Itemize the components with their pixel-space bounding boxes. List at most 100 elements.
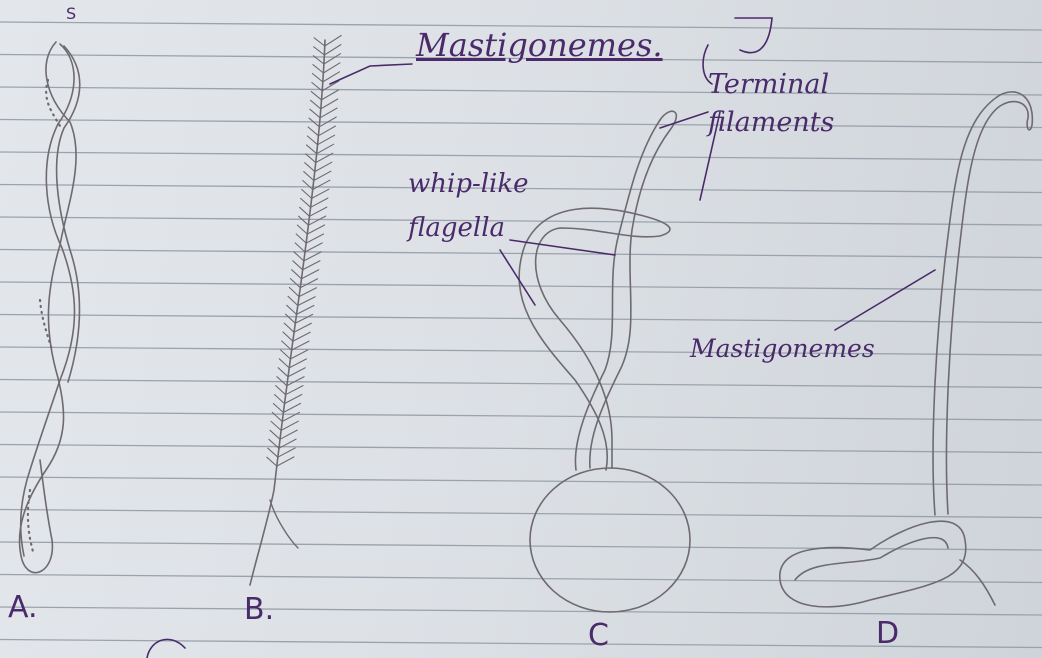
mastigoneme-hair xyxy=(323,63,340,73)
ruled-line xyxy=(0,380,1042,388)
mastigoneme-hair xyxy=(289,359,306,368)
mastigoneme-hair xyxy=(310,207,327,216)
mastigoneme-hair xyxy=(300,279,317,288)
mastigoneme-hair xyxy=(285,395,302,404)
ruled-line xyxy=(0,152,1042,160)
mastigoneme-hair xyxy=(322,90,339,100)
mastigoneme-hair xyxy=(310,109,320,118)
mastigoneme-hair xyxy=(313,180,330,189)
mastigoneme-hair xyxy=(298,297,315,306)
mastigoneme-hair xyxy=(280,430,297,439)
mastigoneme-hair xyxy=(293,332,310,341)
mastigoneme-hair xyxy=(287,305,297,314)
mastigoneme-hair xyxy=(288,296,298,305)
ribbon-a-strand-2 xyxy=(21,44,75,556)
mastigoneme-hair xyxy=(314,38,325,46)
axis-b-tip-left xyxy=(270,500,298,548)
mastigoneme-hair xyxy=(306,154,316,163)
mastigoneme-hair xyxy=(318,126,335,136)
mastigoneme-hair xyxy=(314,171,331,180)
mastigoneme-hair xyxy=(293,261,303,270)
mastigoneme-hair xyxy=(294,323,311,332)
mastigoneme-hair xyxy=(308,127,318,136)
mastigoneme-hair xyxy=(286,386,303,395)
mastigoneme-hair xyxy=(292,270,302,279)
figure-letter-c: C xyxy=(588,618,609,653)
ruled-line xyxy=(0,445,1042,453)
mastigoneme-hair xyxy=(278,368,288,377)
mastigoneme-hair xyxy=(299,288,316,297)
mastigoneme-hair xyxy=(303,181,313,190)
mastigoneme-hair xyxy=(267,457,277,466)
cell-body-d-inner xyxy=(795,538,948,580)
ruled-line xyxy=(0,510,1042,518)
mastigoneme-hair xyxy=(307,145,317,154)
mastigoneme-hair xyxy=(313,65,324,73)
mastigoneme-hair xyxy=(281,421,298,430)
mastigoneme-hair xyxy=(271,421,281,430)
figure-letter-d: D xyxy=(876,616,899,651)
mastigoneme-hair xyxy=(303,261,320,270)
mastigoneme-hair xyxy=(275,395,285,404)
mastigoneme-hair xyxy=(304,252,321,261)
scribble-bottom xyxy=(147,639,185,658)
mastigoneme-hair xyxy=(314,47,325,55)
mastigoneme-hair xyxy=(311,91,321,100)
s-mark: S xyxy=(66,4,76,23)
mastigoneme-hair xyxy=(283,403,300,412)
mastigoneme-hair xyxy=(290,279,300,288)
ruled-line xyxy=(0,607,1042,615)
mastigoneme-hair xyxy=(289,287,299,296)
mastigoneme-hair xyxy=(295,314,312,323)
mastigoneme-hair xyxy=(284,323,294,332)
mastigoneme-hair xyxy=(321,99,338,109)
label-mastigonemes-top: Mastigonemes. xyxy=(416,26,663,64)
mastigoneme-hairs-b xyxy=(267,36,341,467)
ruled-line xyxy=(0,477,1042,485)
figure-b-tinsel-flagellum xyxy=(250,36,341,586)
mastigoneme-hair xyxy=(273,404,283,413)
mastigoneme-hair xyxy=(302,270,319,279)
mastigoneme-hair xyxy=(278,448,295,457)
cell-body-d xyxy=(780,521,966,607)
mastigoneme-hair xyxy=(312,189,329,198)
mastigoneme-hair xyxy=(306,234,323,243)
cell-body-c xyxy=(530,468,690,612)
ruled-line xyxy=(0,575,1042,583)
mastigoneme-hair xyxy=(305,243,322,252)
mastigoneme-hair xyxy=(283,332,293,341)
mastigoneme-hair xyxy=(301,198,311,207)
mastigoneme-hair xyxy=(302,190,312,199)
ribbon-a-shading xyxy=(28,80,60,555)
mastigoneme-hair xyxy=(311,100,321,109)
mastigoneme-hair xyxy=(294,252,304,261)
mastigoneme-hair xyxy=(299,216,309,225)
mastigoneme-hair xyxy=(317,144,334,154)
figure-letter-b: B. xyxy=(244,592,274,627)
mastigoneme-hair xyxy=(270,430,280,439)
mastigoneme-hair xyxy=(325,36,341,47)
mastigoneme-hair xyxy=(288,368,305,377)
figure-a-ribbon-flagellum xyxy=(19,42,79,573)
mastigoneme-hair xyxy=(277,457,294,466)
mastigoneme-hair xyxy=(318,135,335,145)
mastigoneme-hair xyxy=(276,386,286,395)
mastigoneme-hair xyxy=(297,225,307,234)
mastigoneme-hair xyxy=(311,198,328,207)
mastigoneme-hair xyxy=(300,207,310,216)
mastigoneme-hair xyxy=(296,234,306,243)
mastigoneme-hair xyxy=(312,74,322,82)
mastigoneme-hair xyxy=(279,359,289,368)
mastigoneme-hair xyxy=(290,350,307,359)
figure-letter-a: A. xyxy=(8,590,38,625)
mastigoneme-hair xyxy=(295,243,305,252)
mastigoneme-hair xyxy=(324,54,341,64)
pointer-mastigonemes-top xyxy=(330,64,412,84)
mastigoneme-hair xyxy=(297,306,314,315)
mastigoneme-hair xyxy=(268,448,278,457)
mastigoneme-hair xyxy=(304,172,314,181)
mastigoneme-hair xyxy=(307,136,317,145)
ribbon-a-strand-3 xyxy=(57,46,80,382)
ruled-line xyxy=(0,315,1042,323)
